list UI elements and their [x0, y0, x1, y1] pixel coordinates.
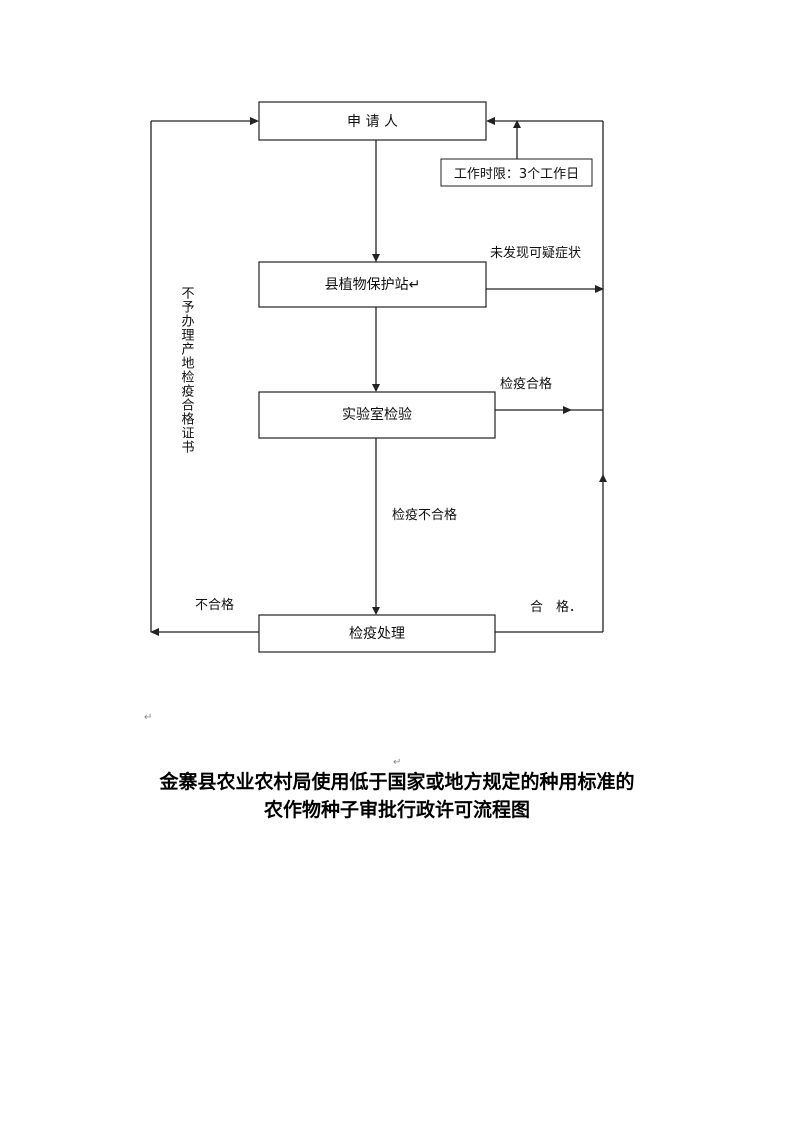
- paragraph-mark-1: ↵: [144, 712, 153, 723]
- title-line-1: 金寨县农业农村局使用低于国家或地方规定的种用标准的: [159, 771, 635, 793]
- arrowhead-up-right: [599, 474, 607, 482]
- page-title: 金寨县农业农村局使用低于国家或地方规定的种用标准的 农作物种子审批行政许可流程图: [0, 768, 794, 824]
- lab-inspection-node: 实验室检验: [258, 391, 496, 439]
- arrowhead-time-limit: [513, 120, 521, 128]
- label-no-certificate: 不予办理产地检疫合格证书: [179, 286, 195, 454]
- label-fail: 不合格: [195, 597, 234, 613]
- label-pass: 合 格．: [530, 599, 582, 615]
- quarantine-handling-node: 检疫处理: [258, 614, 496, 653]
- arrowhead-station-right: [595, 285, 604, 293]
- label-quarantine-pass: 检疫合格: [500, 376, 552, 392]
- arrowhead-lab: [372, 384, 380, 392]
- arrowhead-station: [372, 254, 380, 262]
- arrowhead-applicant-right: [486, 117, 495, 125]
- arrowhead-lab-right: [563, 406, 572, 414]
- time-limit-node: 工作时限：3个工作日: [440, 158, 593, 187]
- paragraph-mark-2: ↵: [393, 757, 402, 768]
- county-station-node: 县植物保护站↵: [258, 261, 487, 308]
- flowchart: 申 请 人 工作时限：3个工作日 县植物保护站↵ 实验室检验 检疫处理: [150, 101, 607, 653]
- time-limit-label: 工作时限：3个工作日: [454, 167, 579, 182]
- arrowhead-fail-left: [150, 628, 159, 636]
- title-line-2: 农作物种子审批行政许可流程图: [263, 799, 530, 821]
- lab-inspection-label: 实验室检验: [342, 406, 412, 423]
- county-station-label: 县植物保护站↵: [325, 277, 421, 293]
- label-quarantine-fail: 检疫不合格: [392, 507, 457, 523]
- arrowhead-handling: [372, 607, 380, 615]
- quarantine-handling-label: 检疫处理: [349, 626, 405, 642]
- label-no-suspicious: 未发现可疑症状: [490, 245, 581, 261]
- applicant-node: 申 请 人: [258, 101, 487, 141]
- arrowhead-applicant-left: [250, 117, 259, 125]
- applicant-label: 申 请 人: [347, 114, 398, 130]
